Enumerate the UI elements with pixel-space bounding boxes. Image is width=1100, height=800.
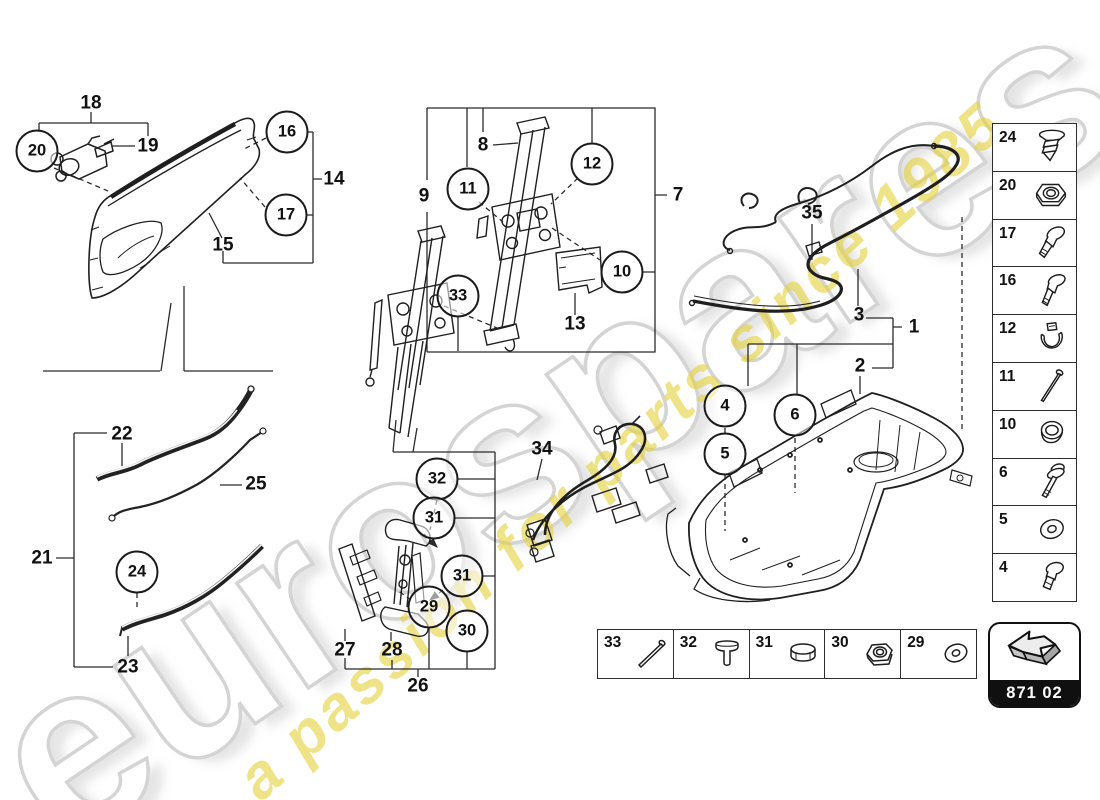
hose-clamp-icon bbox=[1026, 318, 1076, 360]
sidebar-item-17[interactable]: 17 bbox=[993, 218, 1076, 267]
callout-16-circle[interactable]: 16 bbox=[265, 110, 309, 154]
part-number: 29 bbox=[907, 634, 925, 651]
pin-icon bbox=[1026, 365, 1076, 407]
part-number: 5 bbox=[999, 511, 1008, 529]
callout-1[interactable]: 1 bbox=[908, 316, 920, 338]
strip-item-32[interactable]: 32 bbox=[672, 630, 749, 678]
callout-20-circle[interactable]: 20 bbox=[15, 129, 59, 173]
flange-nut-icon bbox=[857, 635, 900, 673]
part-number: 11 bbox=[999, 367, 1016, 385]
bolt-icon bbox=[1026, 270, 1076, 312]
t-plug-icon bbox=[706, 635, 749, 673]
back-arrow-icon bbox=[990, 624, 1079, 680]
callout-17-circle[interactable]: 17 bbox=[264, 193, 308, 237]
callout-21[interactable]: 21 bbox=[31, 547, 53, 569]
long-screw-icon bbox=[1026, 461, 1076, 503]
strip-item-31[interactable]: 31 bbox=[748, 630, 825, 678]
washer-icon bbox=[1026, 509, 1076, 551]
strip-item-33[interactable]: 33 bbox=[598, 630, 673, 678]
sidebar-item-11[interactable]: 11 bbox=[993, 361, 1076, 410]
callout-31-circle[interactable]: 31 bbox=[440, 554, 484, 598]
ring-buffer-icon bbox=[782, 635, 825, 673]
callout-13[interactable]: 13 bbox=[564, 313, 586, 335]
callout-33-circle[interactable]: 33 bbox=[436, 274, 480, 318]
part-number: 16 bbox=[999, 272, 1017, 290]
callout-3[interactable]: 3 bbox=[853, 304, 865, 326]
callout-14[interactable]: 14 bbox=[323, 168, 345, 190]
sidebar-item-10[interactable]: 10 bbox=[993, 409, 1076, 458]
sidebar-item-24[interactable]: 24 bbox=[993, 124, 1076, 171]
pin-icon bbox=[630, 635, 673, 673]
callout-34[interactable]: 34 bbox=[531, 438, 553, 460]
strip-item-29[interactable]: 29 bbox=[900, 630, 976, 678]
callout-28[interactable]: 28 bbox=[381, 639, 403, 661]
latch-bracket-art bbox=[338, 518, 431, 637]
callout-10-circle[interactable]: 10 bbox=[600, 250, 644, 294]
callout-2[interactable]: 2 bbox=[854, 355, 866, 377]
diagram-nav-tile[interactable]: 871 02 bbox=[988, 622, 1081, 708]
part-number: 30 bbox=[831, 634, 849, 651]
trim-rivet-icon bbox=[1026, 126, 1076, 168]
fastener-strip: 33 32 31 bbox=[597, 629, 977, 679]
sidebar-item-4[interactable]: 4 bbox=[993, 553, 1076, 601]
washer-icon bbox=[933, 635, 976, 673]
callout-8[interactable]: 8 bbox=[477, 134, 489, 156]
leader-lines bbox=[38, 107, 902, 677]
callout-15[interactable]: 15 bbox=[212, 234, 234, 256]
callout-12-circle[interactable]: 12 bbox=[570, 142, 614, 186]
part-number: 17 bbox=[999, 224, 1017, 242]
callout-11-circle[interactable]: 11 bbox=[446, 167, 490, 211]
callout-29-circle[interactable]: 29 bbox=[407, 585, 451, 629]
part-number: 12 bbox=[999, 320, 1017, 338]
guide-rail-left-art bbox=[365, 225, 455, 438]
part-number: 20 bbox=[999, 176, 1017, 194]
guide-rail-right-art bbox=[476, 116, 561, 352]
callout-27[interactable]: 27 bbox=[334, 639, 356, 661]
bushing-icon bbox=[1026, 413, 1076, 455]
callout-19[interactable]: 19 bbox=[137, 135, 159, 157]
part-number: 32 bbox=[679, 634, 698, 651]
callout-5-circle[interactable]: 5 bbox=[703, 432, 747, 476]
callout-35[interactable]: 35 bbox=[801, 202, 823, 224]
callout-31-circle[interactable]: 31 bbox=[412, 496, 456, 540]
sidebar-item-12[interactable]: 12 bbox=[993, 314, 1076, 362]
cable-loom-art bbox=[688, 142, 960, 313]
sidebar-item-5[interactable]: 5 bbox=[993, 505, 1076, 553]
part-number: 6 bbox=[999, 463, 1008, 481]
callout-25[interactable]: 25 bbox=[245, 473, 267, 495]
callout-4-circle[interactable]: 4 bbox=[703, 384, 747, 428]
callout-18[interactable]: 18 bbox=[80, 92, 102, 114]
seals-art bbox=[95, 385, 267, 637]
callout-22[interactable]: 22 bbox=[111, 423, 133, 445]
sidebar-item-6[interactable]: 6 bbox=[993, 457, 1076, 506]
screw-icon bbox=[1026, 557, 1076, 599]
part-number: 31 bbox=[755, 634, 773, 651]
sidebar-item-20[interactable]: 20 bbox=[993, 170, 1076, 219]
fastener-sidebar: 24 20 17 bbox=[992, 123, 1077, 602]
strip-item-30[interactable]: 30 bbox=[824, 630, 900, 678]
callout-7[interactable]: 7 bbox=[672, 184, 684, 206]
part-number: 4 bbox=[999, 559, 1008, 577]
mount-plate-art bbox=[555, 246, 603, 294]
wiring-harness-art bbox=[525, 415, 669, 563]
hex-nut-icon bbox=[1026, 174, 1076, 216]
part-number: 24 bbox=[999, 129, 1017, 146]
callout-26[interactable]: 26 bbox=[407, 675, 429, 697]
callout-24-circle[interactable]: 24 bbox=[115, 550, 159, 594]
sidebar-item-16[interactable]: 16 bbox=[993, 266, 1076, 314]
callout-6-circle[interactable]: 6 bbox=[773, 393, 817, 437]
diagram-code: 871 02 bbox=[990, 680, 1079, 706]
bolt-icon bbox=[1026, 222, 1076, 264]
callout-30-circle[interactable]: 30 bbox=[445, 609, 489, 653]
stowage-tray-art bbox=[665, 389, 973, 603]
soft-top-flap-art bbox=[88, 117, 261, 299]
part-number: 33 bbox=[604, 634, 622, 651]
part-number: 10 bbox=[999, 415, 1017, 433]
callout-23[interactable]: 23 bbox=[117, 656, 139, 678]
callout-9[interactable]: 9 bbox=[418, 185, 430, 207]
callout-32-circle[interactable]: 32 bbox=[415, 457, 459, 501]
